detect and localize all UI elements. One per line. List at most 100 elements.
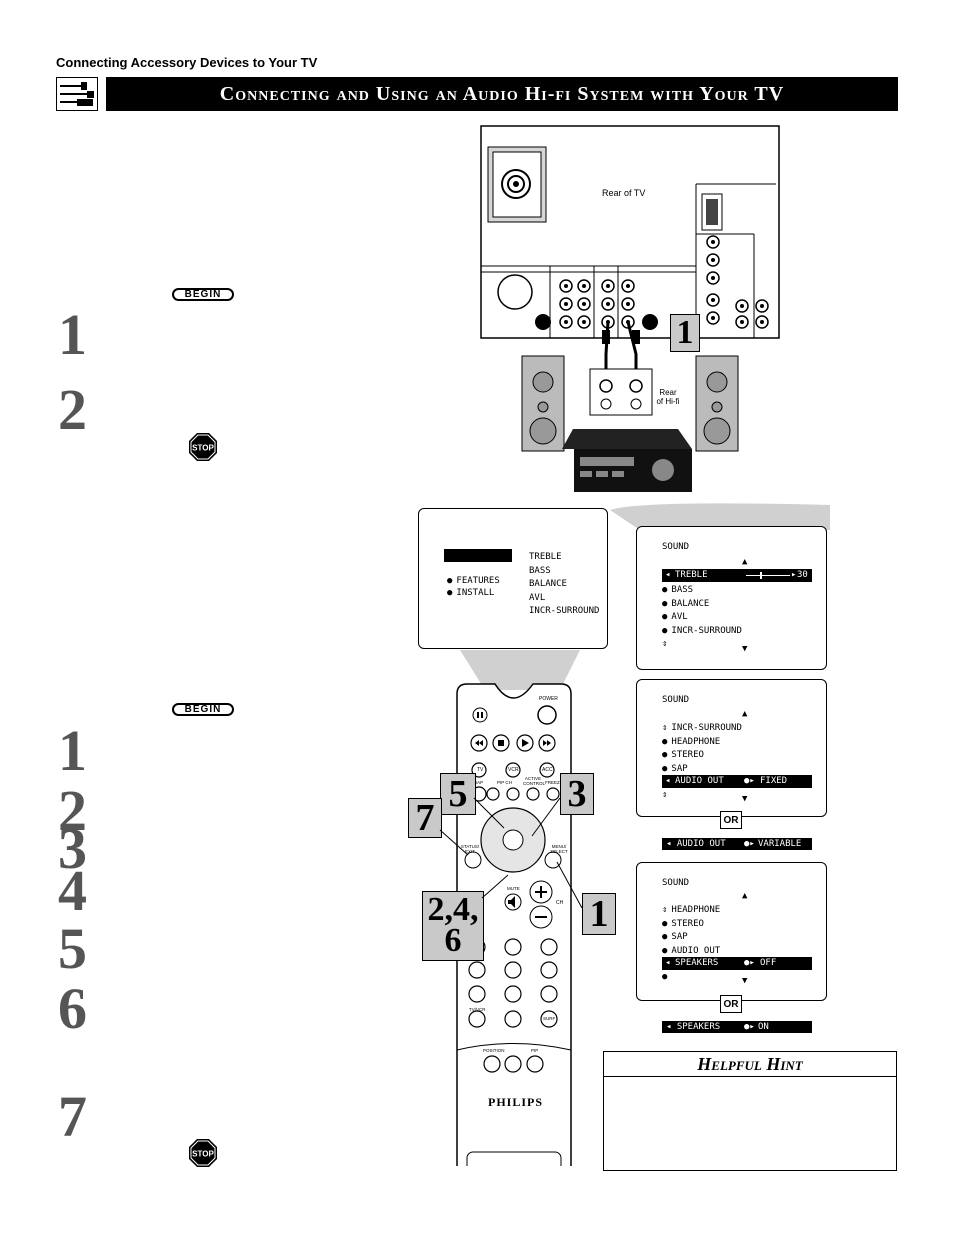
- status-exit-label: STATUS/ EXIT: [460, 844, 480, 854]
- up-arrow-icon: ▲: [742, 557, 748, 567]
- power-label: POWER: [539, 696, 558, 702]
- screen-list: ⇕HEADPHONE ●STEREO ●SAP ●AUDIO OUT: [662, 904, 720, 958]
- position-label: POSITION: [483, 1048, 505, 1053]
- callout-leader-lines: [439, 797, 583, 909]
- left-arrow-icon: ◂: [665, 776, 671, 786]
- stop-sign-icon: STOP: [188, 432, 218, 466]
- menu-select-label: MENU/ SELECT: [550, 844, 568, 854]
- main-menu-list: ●PICTURE ⇕SOUND ●FEATURES ●INSTALL: [447, 551, 500, 599]
- step-number: 2: [58, 778, 87, 843]
- left-arrow-icon: ◂: [665, 958, 671, 968]
- screen-title: SOUND: [662, 542, 690, 552]
- updown-arrow-icon: ⇕: [662, 905, 668, 915]
- active-control-label: ACTIVE CONTROL: [523, 776, 546, 786]
- step-callout: 7: [408, 798, 442, 838]
- hint-title: Helpful Hint: [604, 1052, 896, 1077]
- bullet-icon: ●: [662, 750, 668, 760]
- submenu-item: TREBLE: [529, 552, 562, 562]
- highlighted-row: ◂ AUDIO OUT ●▸ FIXED: [662, 775, 812, 788]
- stop-label: STOP: [192, 444, 214, 453]
- slider-knob: [760, 572, 762, 579]
- bullet-icon: ●: [662, 625, 668, 636]
- swap-label: SWAP: [470, 780, 484, 785]
- cable-connector-icon: [56, 77, 98, 111]
- updown-arrow-icon: ⇕: [662, 639, 668, 649]
- right-arrow-icon: ▸: [791, 570, 797, 580]
- step-number: 1: [58, 718, 87, 783]
- updown-arrow-icon: ⇕: [447, 564, 453, 574]
- step-number: 5: [58, 916, 87, 981]
- pip-label: PIP: [531, 1048, 539, 1053]
- bullet-icon: ●: [447, 576, 453, 586]
- bullet-icon: ●: [662, 736, 668, 747]
- up-arrow-icon: ▲: [742, 891, 748, 901]
- stop-sign-icon: STOP: [188, 1138, 218, 1172]
- acc-label: ACC: [542, 767, 553, 773]
- projection-shape: [460, 503, 830, 690]
- page-title: Connecting and Using an Audio Hi-fi Syst…: [106, 77, 898, 111]
- rear-hifi-label: Rear of Hi-fi: [656, 388, 680, 406]
- bullet-icon: ●: [447, 552, 453, 562]
- bullet-icon: ●: [662, 585, 668, 595]
- step-callout: 1: [582, 893, 616, 935]
- toggle-arrows-icon: ●▸: [744, 958, 755, 968]
- down-arrow-icon: ▼: [742, 794, 748, 804]
- mute-label: MUTE: [507, 886, 520, 891]
- sound-screen-speakers: SOUND ▲ ⇕HEADPHONE ●STEREO ●SAP ●AUDIO O…: [636, 862, 827, 1001]
- step-number: 6: [58, 976, 87, 1041]
- stop-label: STOP: [192, 1150, 214, 1159]
- step-number: 2: [58, 377, 87, 442]
- screen-title: SOUND: [662, 695, 690, 705]
- menu-item: PICTURE: [456, 552, 495, 562]
- highlighted-row: ◂ SPEAKERS ●▸ OFF: [662, 957, 812, 970]
- up-arrow-icon: ▲: [742, 709, 748, 719]
- step-number: 3: [58, 816, 87, 881]
- step-number: 1: [58, 302, 87, 367]
- bullet-icon: ●: [662, 612, 668, 622]
- toggle-arrows-icon: ●▸: [744, 776, 755, 786]
- step-callout: 5: [440, 773, 476, 815]
- step-callout: 1: [670, 314, 700, 352]
- screen-list: ⇕INCR-SURROUND ●HEADPHONE ●STEREO ●SAP: [662, 722, 742, 776]
- step-callout: 3: [560, 773, 594, 815]
- vcr-label: VCR: [508, 767, 519, 773]
- menu-item: SOUND: [456, 564, 484, 574]
- submenu-item: BALANCE: [529, 579, 567, 589]
- menu-item: FEATURES: [456, 576, 500, 586]
- left-arrow-icon: ◂: [666, 1022, 672, 1032]
- bullet-icon: ●: [662, 945, 668, 956]
- step-callout: 2,4, 6: [422, 891, 484, 961]
- submenu-list: TREBLE BASS BALANCE AVL INCR-SURROUND: [529, 551, 599, 619]
- or-label: OR: [720, 811, 742, 829]
- submenu-item: BASS: [529, 565, 551, 576]
- bullet-icon: ●: [662, 932, 668, 942]
- updown-arrow-icon: ⇕: [662, 790, 668, 800]
- step-number: 4: [58, 858, 87, 923]
- or-label: OR: [720, 995, 742, 1013]
- screen-list: ●BASS ●BALANCE ●AVL ●INCR-SURROUND ⇕: [662, 584, 742, 652]
- down-arrow-icon: ▼: [742, 976, 748, 986]
- bullet-icon: ●: [662, 918, 668, 929]
- begin-badge: BEGIN: [172, 288, 234, 301]
- remote-control: POWER TV VCR ACC SWAP PIP CH ACTIVE CONT…: [455, 682, 573, 1173]
- slider-track: [746, 575, 790, 576]
- surf-label: SURF: [543, 1016, 556, 1021]
- ch-label: CH: [556, 900, 564, 906]
- sound-screen-audio-out: SOUND ▲ ⇕INCR-SURROUND ●HEADPHONE ●STERE…: [636, 679, 827, 817]
- left-arrow-icon: ◂: [666, 839, 672, 849]
- freeze-label: FREEZE: [545, 780, 563, 785]
- submenu-item: AVL: [529, 592, 546, 603]
- sound-screen-treble: SOUND ▲ ◂ TREBLE ▸ 30 ●BASS ●BALANCE ●AV…: [636, 526, 827, 670]
- submenu-item: INCR-SURROUND: [529, 606, 600, 616]
- down-arrow-icon: ▼: [742, 644, 748, 654]
- rear-tv-label: Rear of TV: [602, 188, 646, 198]
- toggle-arrows-icon: ●▸: [744, 1022, 755, 1032]
- updown-arrow-icon: ⇕: [662, 723, 668, 733]
- alt-setting-row: ◂ AUDIO OUT ●▸ VARIABLE: [662, 838, 812, 850]
- helpful-hint-box: Helpful Hint: [603, 1051, 897, 1171]
- bullet-icon: ●: [662, 598, 668, 609]
- bullet-icon: ●: [662, 763, 668, 774]
- connection-diagram: Rear of TV Rear of Hi-fi 1: [478, 124, 784, 496]
- pip-ch-label: PIP CH: [497, 780, 512, 785]
- step-number: 7: [58, 1084, 87, 1149]
